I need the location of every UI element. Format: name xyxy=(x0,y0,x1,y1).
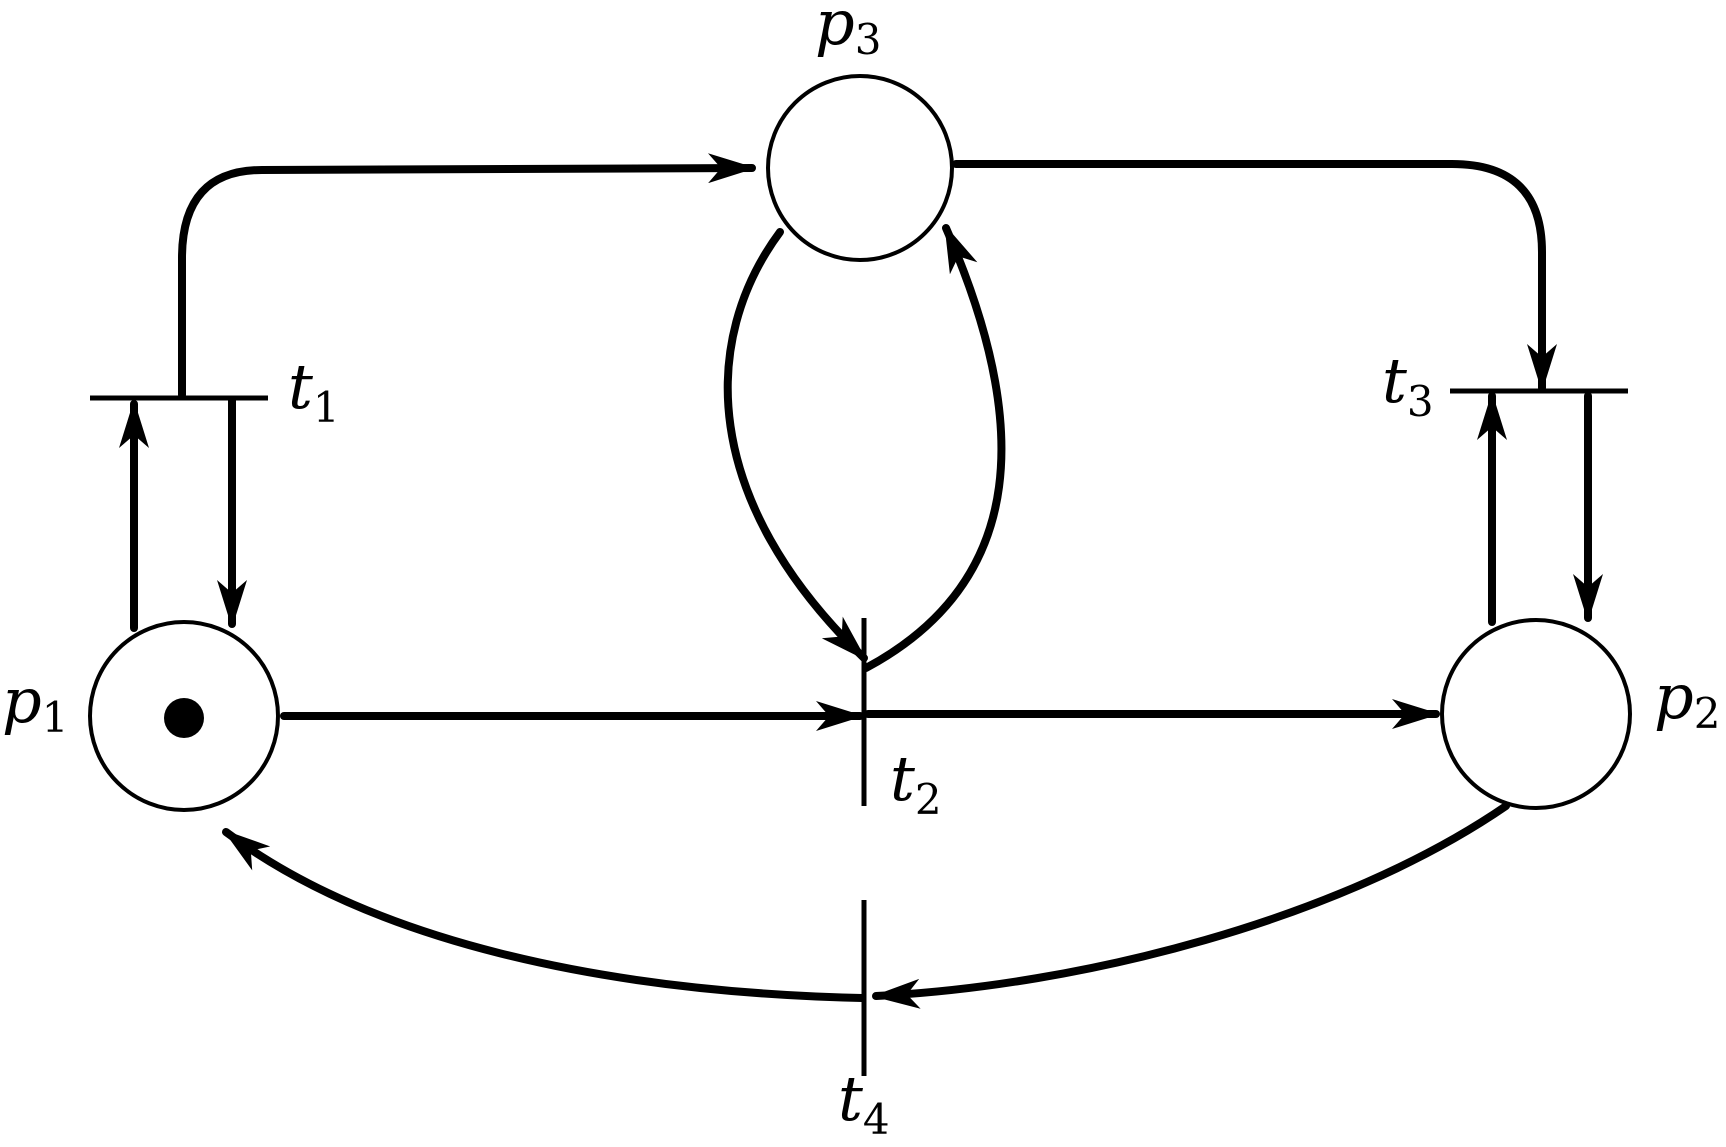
arc-t1-to-p3 xyxy=(178,153,756,399)
token-p1 xyxy=(164,698,204,738)
arc-t2-to-p3 xyxy=(862,224,1006,672)
label-p1: p1 xyxy=(2,664,68,742)
label-t2: t2 xyxy=(890,742,942,824)
label-t1: t1 xyxy=(288,350,340,432)
arc-p3-to-t3 xyxy=(952,160,1557,392)
label-t3: t3 xyxy=(1382,344,1434,426)
arc-t4-to-p1 xyxy=(222,828,866,1002)
arc-p3-to-t2 xyxy=(723,228,868,662)
label-p2: p2 xyxy=(1654,660,1720,738)
place-p3 xyxy=(766,74,954,262)
label-p3: p3 xyxy=(815,0,881,64)
place-p2 xyxy=(1440,618,1632,810)
arc-p2-to-t4 xyxy=(872,802,1510,1009)
label-t4: t4 xyxy=(838,1062,890,1144)
